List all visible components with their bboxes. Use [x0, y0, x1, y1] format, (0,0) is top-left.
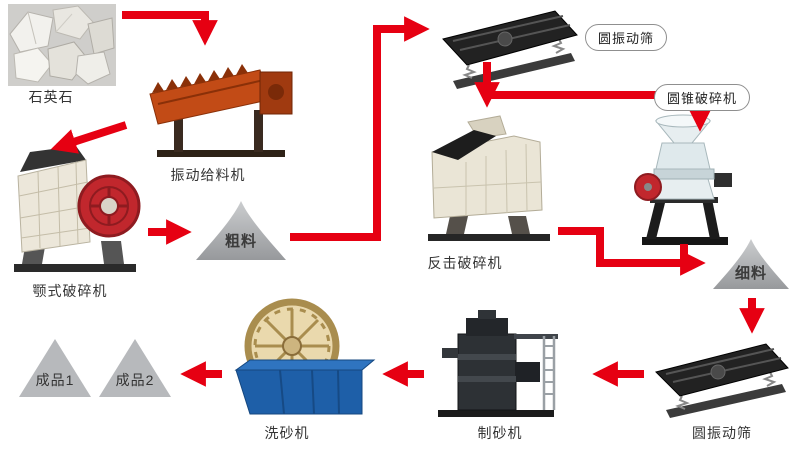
sand-washer-illustration: [226, 296, 376, 420]
cone-crusher-label-pill: 圆锥破碎机: [654, 84, 751, 111]
quartz-rock-photo: [8, 4, 116, 86]
product1-pile: [16, 336, 94, 400]
arrow-quartz-to-feeder: [122, 11, 218, 46]
fine-material-pile: [710, 236, 792, 294]
product2-label: 成品2: [115, 372, 155, 388]
top-vibrating-screen-label-pill: 圆振动筛: [585, 24, 668, 51]
arrow-coarse-to-screen: [290, 16, 430, 241]
product1-label: 成品1: [35, 372, 75, 388]
sand-maker-label: 制砂机: [477, 425, 523, 441]
fine-material-label: 细料: [734, 265, 767, 282]
impact-crusher-illustration: [416, 110, 561, 248]
sand-maker-illustration: [428, 308, 563, 420]
coarse-material-label: 粗料: [224, 233, 257, 250]
arrow-impact-to-fine: [558, 227, 706, 276]
bottom-vibrating-screen-illustration: [648, 338, 796, 420]
cone-crusher-illustration: [626, 103, 741, 251]
coarse-material-pile: [193, 198, 289, 266]
arrow-feeder-to-jaw: [50, 121, 128, 154]
jaw-crusher-label: 颚式破碎机: [32, 283, 108, 299]
sand-washer-label: 洗砂机: [264, 425, 310, 441]
product2-pile: [96, 336, 174, 400]
impact-crusher-label: 反击破碎机: [427, 255, 503, 271]
vibrating-feeder-label: 振动给料机: [170, 167, 246, 183]
vibrating-feeder-illustration: [142, 52, 297, 162]
quartz-label: 石英石: [28, 89, 74, 105]
bottom-vibrating-screen-label: 圆振动筛: [692, 425, 752, 441]
